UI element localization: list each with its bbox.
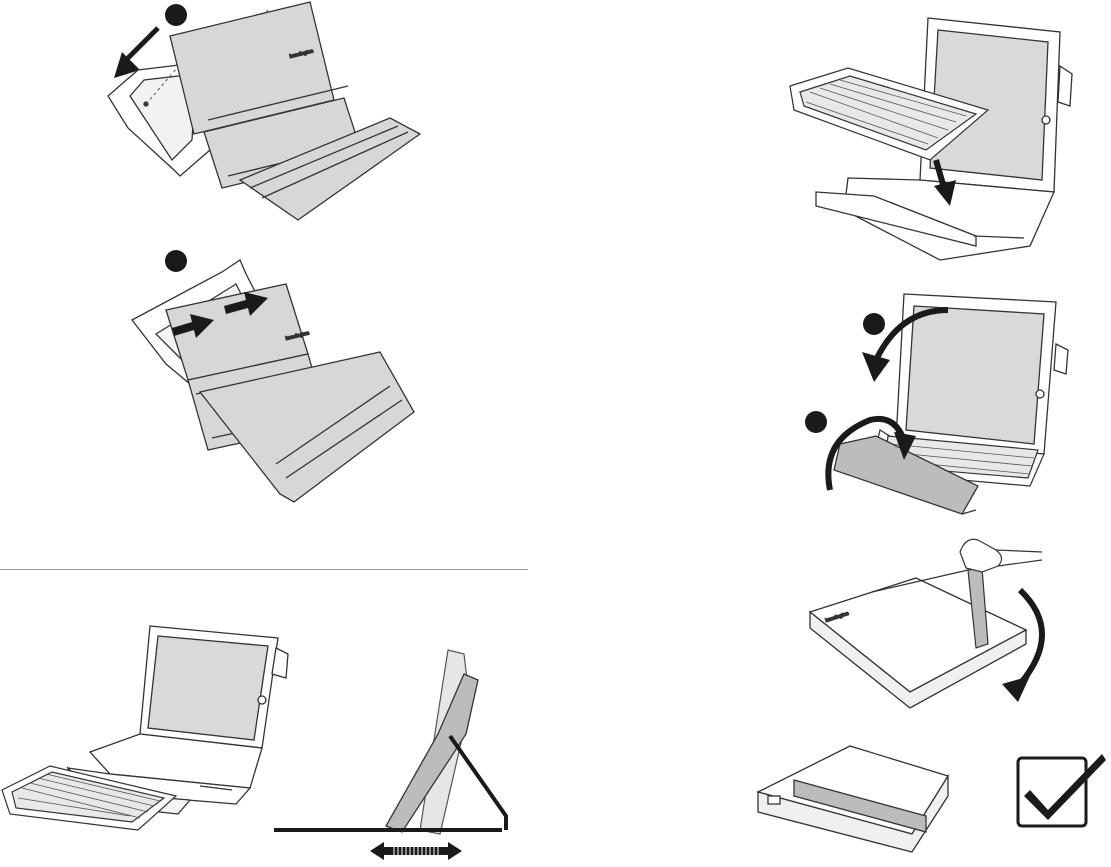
- tablet-with-keyboard-illustration: [0, 618, 300, 848]
- tablet: [140, 626, 288, 748]
- folio-cover: kensington: [170, 2, 420, 220]
- step-done-illustration: [754, 736, 974, 856]
- step-slide-cover-illustration: kensington: [126, 244, 426, 506]
- hand: [960, 539, 1042, 572]
- step-place-keyboard-illustration: [780, 10, 1100, 265]
- folio-cover: kensington: [166, 284, 414, 502]
- stand-angle-illustration: [270, 644, 520, 864]
- step-number-circle: [165, 250, 187, 272]
- step-close-cover-illustration: [800, 290, 1100, 520]
- section-divider: [0, 569, 528, 570]
- closed-folio: kensington: [810, 578, 1026, 708]
- step-number-circle: [165, 4, 187, 26]
- step-attach-cover-illustration: kensington: [100, 0, 430, 230]
- checkmark-box: [1016, 750, 1106, 830]
- tablet: [896, 294, 1068, 454]
- closed-folio: [758, 746, 948, 852]
- step-strap-illustration: kensington: [806, 532, 1070, 708]
- folio-base: [816, 178, 1054, 260]
- double-arrow-icon: [370, 842, 462, 860]
- stand-support: [274, 736, 506, 830]
